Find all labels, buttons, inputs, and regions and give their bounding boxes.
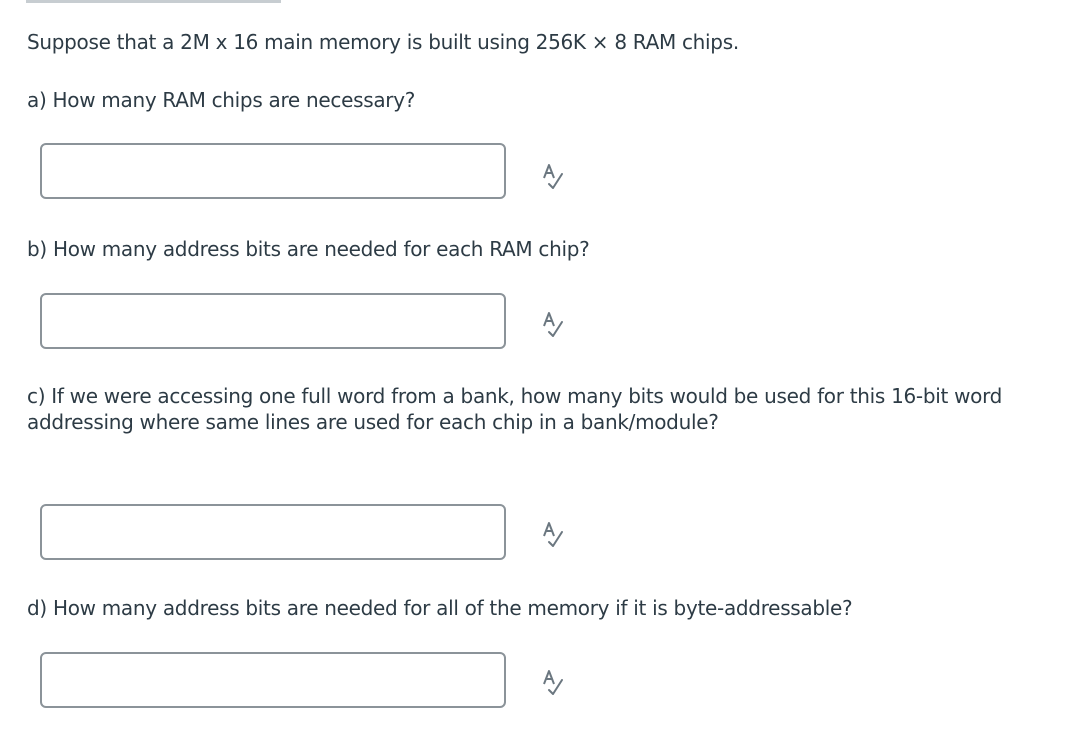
spellcheck-icon[interactable] — [540, 668, 566, 698]
top-divider — [26, 0, 281, 3]
question-b-label: b) How many address bits are needed for … — [27, 237, 590, 261]
question-a-label: a) How many RAM chips are necessary? — [27, 88, 416, 112]
question-d-label: d) How many address bits are needed for … — [27, 596, 853, 620]
answer-d-input[interactable] — [40, 652, 506, 708]
spellcheck-icon[interactable] — [540, 520, 566, 550]
answer-c-input[interactable] — [40, 504, 506, 560]
spellcheck-icon[interactable] — [540, 162, 566, 192]
question-intro: Suppose that a 2M x 16 main memory is bu… — [27, 30, 739, 54]
spellcheck-icon[interactable] — [540, 310, 566, 340]
answer-a-input[interactable] — [40, 143, 506, 199]
question-c-label: c) If we were accessing one full word fr… — [27, 384, 1003, 434]
answer-b-input[interactable] — [40, 293, 506, 349]
